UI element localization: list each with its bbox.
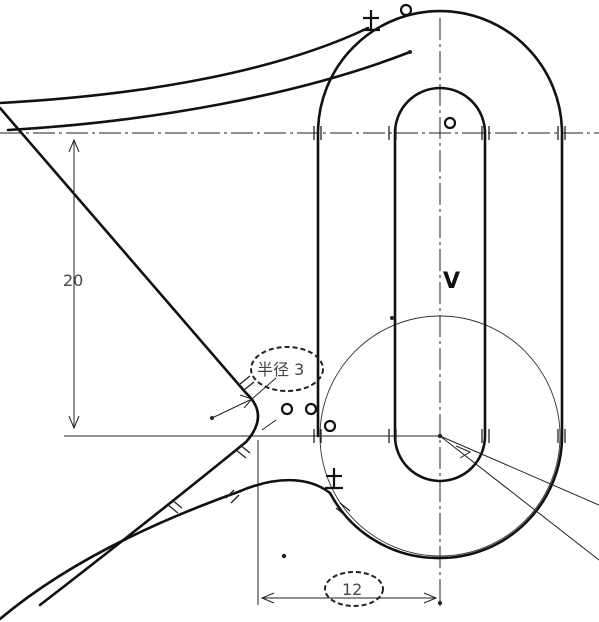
fillet-leader	[211, 377, 277, 431]
upper-arc-curve	[0, 26, 370, 105]
constraint-markers	[280, 3, 457, 433]
inner-slot-profile	[393, 86, 487, 483]
radius-dimension-value[interactable]: 半径 3	[257, 360, 304, 379]
anchor-icon-top[interactable]	[362, 10, 380, 32]
anchor-icon-bottom[interactable]	[325, 468, 343, 490]
lower-left-curve	[38, 440, 248, 607]
diagonal-line	[0, 106, 248, 395]
radius-callout	[250, 346, 324, 392]
radial-leader	[439, 435, 599, 561]
vertical-dimension-value[interactable]: 20	[63, 271, 83, 290]
vertical-constraint-symbol: V	[443, 269, 460, 294]
curve-endpoint	[408, 50, 412, 54]
radius-dimension: 半径 3	[250, 346, 324, 392]
bottom-s-curve	[0, 478, 332, 621]
horizontal-dimension-callout	[324, 571, 384, 607]
reference-circle	[319, 315, 561, 557]
circle-intersection-point	[390, 316, 394, 320]
coincident-marker-1[interactable]	[280, 402, 294, 416]
coincident-marker-top[interactable]	[399, 3, 413, 17]
outer-slot-profile	[316, 9, 564, 560]
coincident-marker-3[interactable]	[323, 419, 337, 433]
fillet-arc	[244, 391, 260, 444]
constraint-ticks	[167, 126, 566, 517]
centerlines	[0, 18, 599, 606]
lower-arc-curve	[6, 50, 412, 132]
vertical-dimension: 20	[63, 138, 83, 430]
horizontal-dimension: 12	[257, 440, 438, 607]
dimension-end-point	[438, 601, 442, 605]
horizontal-dimension-value[interactable]: 12	[342, 580, 362, 599]
sketch-point[interactable]	[281, 553, 287, 559]
coincident-marker-2[interactable]	[304, 402, 318, 416]
center-point[interactable]	[437, 433, 443, 439]
coincident-marker-inner[interactable]	[443, 116, 457, 130]
leader-end-point	[210, 416, 214, 420]
